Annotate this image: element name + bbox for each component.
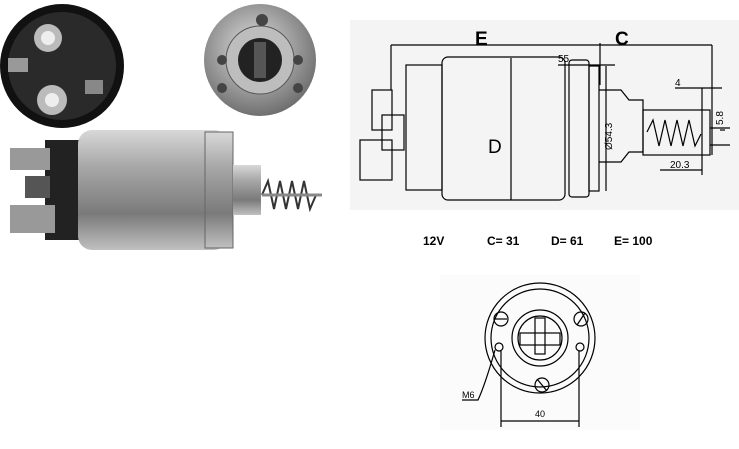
end-view-drawing: M6 40	[440, 275, 640, 430]
dim-spacing: 40	[535, 409, 545, 419]
label-e: E	[475, 29, 488, 50]
product-photos	[0, 4, 322, 250]
dim-diameter: Ø54.3	[604, 122, 615, 150]
side-dimension-drawing: E C D 55 Ø54.3 4 5.8 20.3	[350, 20, 739, 210]
terminal-end-photo	[0, 4, 124, 128]
label-c: C	[615, 29, 629, 50]
spec-voltage: 12V	[423, 234, 445, 248]
plunger-end-photo	[204, 4, 316, 116]
spec-d: D= 61	[551, 234, 584, 248]
label-d: D	[488, 137, 502, 158]
spec-c: C= 31	[487, 234, 520, 248]
spec-e: E= 100	[614, 234, 653, 248]
dim-55: 55	[558, 54, 570, 65]
dim-203: 20.3	[670, 160, 690, 171]
label-thread: M6	[462, 390, 475, 400]
solenoid-side-photo	[10, 130, 322, 250]
dim-4: 4	[675, 78, 681, 89]
dim-58: 5.8	[715, 111, 726, 125]
